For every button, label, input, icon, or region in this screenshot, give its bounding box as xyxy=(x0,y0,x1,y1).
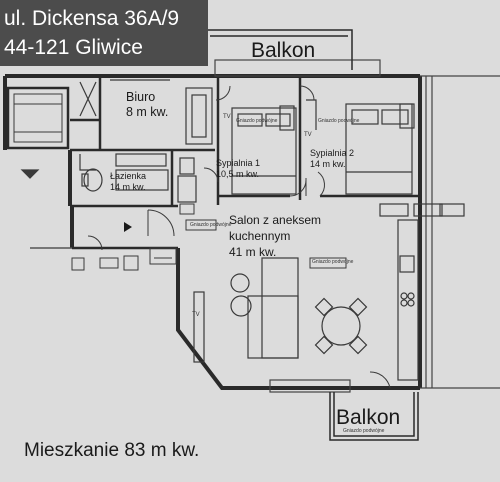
room-office-area: 8 m kw. xyxy=(126,105,169,119)
balcony-bottom-label: Balkon xyxy=(336,406,401,429)
room-bathroom-name: Łazienka xyxy=(110,171,147,181)
room-bedroom-1: Sypialnia 1 10,5 m kw. xyxy=(216,158,260,180)
tv-marker: TV xyxy=(223,114,231,120)
socket-label: Gniazdo podwójne xyxy=(318,118,360,124)
tv-marker: TV xyxy=(192,312,200,318)
furniture-bathroom xyxy=(20,153,197,203)
socket-label: Gniazdo podwójne xyxy=(236,118,278,124)
room-bathroom: Łazienka 14 m kw. xyxy=(110,171,146,193)
room-bathroom-area: 14 m kw. xyxy=(110,182,146,192)
room-office: Biuro 8 m kw. xyxy=(126,90,168,120)
room-living-name-1: Salon z aneksem xyxy=(229,213,322,227)
room-living-name-2: kuchennym xyxy=(229,229,291,243)
socket-label: Gniazdo podwójne xyxy=(343,428,385,434)
tv-marker: TV xyxy=(304,132,312,138)
window-frames xyxy=(214,59,500,393)
room-bedroom-1-name: Sypialnia 1 xyxy=(216,158,261,168)
socket-label: Gniazdo podwójne xyxy=(190,222,232,228)
furniture-bedroom-1 xyxy=(231,105,297,195)
furniture-office xyxy=(79,79,213,145)
total-area-label: Mieszkanie 83 m kw. xyxy=(24,440,200,461)
room-bedroom-2: Sypialnia 2 14 m kw. xyxy=(310,148,354,170)
elevator-shaft xyxy=(13,93,63,143)
room-bedroom-2-area: 14 m kw. xyxy=(310,159,346,169)
room-bedroom-1-area: 10,5 m kw. xyxy=(216,169,260,179)
room-office-name: Biuro xyxy=(126,90,156,104)
balcony-top xyxy=(208,29,353,70)
balcony-top-label: Balkon xyxy=(251,39,316,62)
address-box: ul. Dickensa 36A/9 44-121 Gliwice xyxy=(0,0,208,66)
furniture-bedroom-2 xyxy=(306,99,415,195)
city-postcode: 44-121 Gliwice xyxy=(4,36,143,59)
kitchen-counter xyxy=(379,203,465,381)
balcony-bottom xyxy=(329,392,419,441)
room-living-area: 41 m kw. xyxy=(229,245,277,259)
corridor-fixtures xyxy=(71,203,347,271)
door-swings xyxy=(87,85,391,389)
furniture-living xyxy=(193,257,368,363)
street-address: ul. Dickensa 36A/9 xyxy=(4,7,180,30)
socket-label: Gniazdo podwójne xyxy=(312,259,354,265)
entry-arrow-icon xyxy=(124,222,132,232)
room-living: Salon z aneksem kuchennym 41 m kw. xyxy=(229,212,321,260)
room-bedroom-2-name: Sypialnia 2 xyxy=(310,148,355,158)
